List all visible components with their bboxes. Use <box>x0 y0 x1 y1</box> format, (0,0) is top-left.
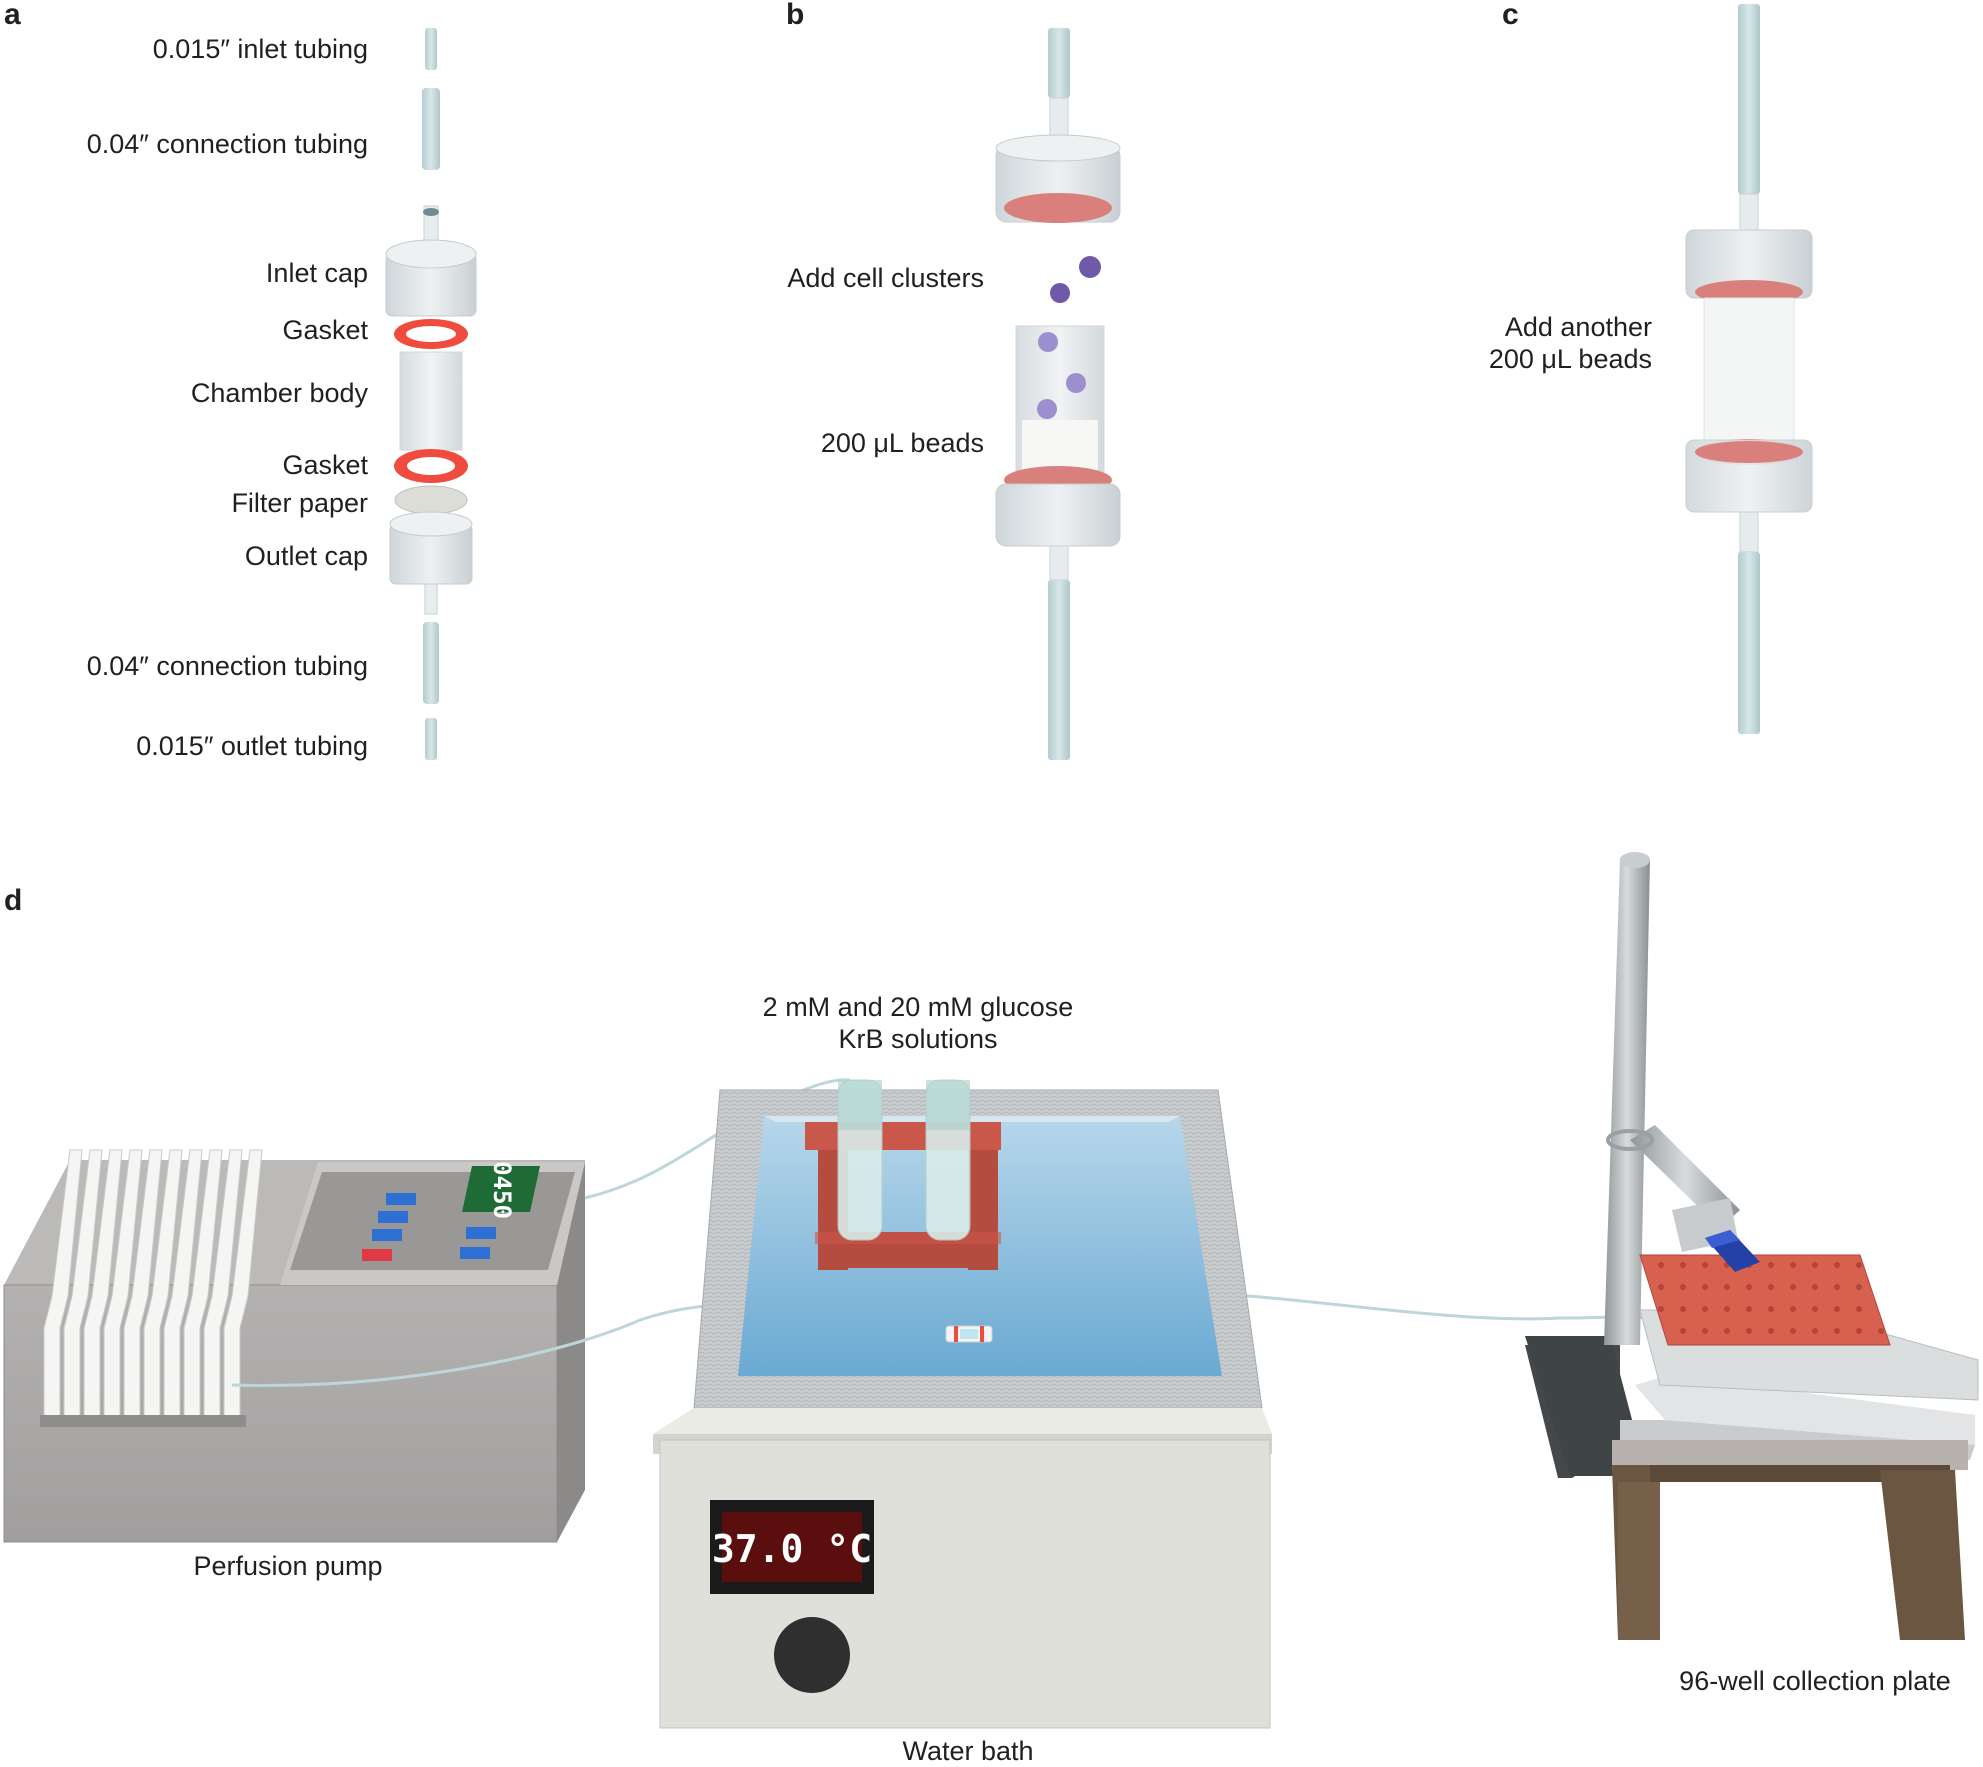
outlet-tubing-shape <box>1738 552 1760 734</box>
gasket-top-shape <box>394 319 468 349</box>
inlet-cap-shape <box>995 134 1121 223</box>
inlet-cap-shape <box>385 205 477 317</box>
label-connection-tubing-top: 0.04″ connection tubing <box>87 129 368 159</box>
cell-cluster <box>1079 256 1101 278</box>
panel-d: d 0450 <box>3 852 1979 1766</box>
submerged-chamber <box>945 1325 993 1343</box>
water-bath-display: 37.0 °C <box>710 1500 874 1594</box>
label-add-cell-clusters: Add cell clusters <box>787 263 984 293</box>
label-add-another-line1: Add another <box>1505 312 1652 342</box>
panel-c: c Add another 200 μL beads <box>1489 0 1813 734</box>
connection-tubing-top-shape <box>422 88 440 170</box>
water-bath: 37.0 °C <box>653 1079 1272 1729</box>
cell-cluster <box>1037 399 1057 419</box>
label-add-another-line2: 200 μL beads <box>1489 344 1652 374</box>
perfusion-pump: 0450 <box>3 1149 585 1543</box>
panel-letter-d: d <box>4 884 22 917</box>
pump-button[interactable] <box>460 1247 490 1259</box>
chamber-body-shape <box>399 351 463 451</box>
collection-stand <box>1525 852 1979 1640</box>
inlet-tubing-shape <box>1048 28 1070 98</box>
label-chamber-body: Chamber body <box>191 378 369 408</box>
panel-a: a <box>4 0 477 761</box>
water-bath-temperature: 37.0 °C <box>712 1527 872 1571</box>
pump-display: 0450 <box>462 1161 540 1219</box>
panel-letter-a: a <box>4 0 21 31</box>
panel-b: b Add cell clusters 200 μL <box>786 0 1121 760</box>
beads-shape <box>1022 420 1098 470</box>
pump-button[interactable] <box>378 1211 408 1223</box>
collection-plate <box>1639 1254 1891 1346</box>
chamber-with-beads <box>1015 325 1105 473</box>
label-inlet-cap: Inlet cap <box>266 258 368 288</box>
label-outlet-cap: Outlet cap <box>245 541 368 571</box>
inlet-tubing-shape <box>425 28 437 70</box>
solution-tubes <box>837 1079 971 1241</box>
collection-table <box>1612 1375 1975 1640</box>
panel-letter-b: b <box>786 0 804 31</box>
label-collection-plate: 96-well collection plate <box>1679 1666 1951 1696</box>
label-inlet-tubing: 0.015″ inlet tubing <box>153 34 368 64</box>
label-solutions-line1: 2 mM and 20 mM glucose <box>763 992 1074 1022</box>
connection-tubing-bottom-shape <box>423 622 439 704</box>
pump-button[interactable] <box>372 1229 402 1241</box>
panel-letter-c: c <box>1502 0 1519 31</box>
label-perfusion-pump: Perfusion pump <box>193 1551 382 1581</box>
pump-stop-button[interactable] <box>362 1249 392 1261</box>
outlet-cap-shape <box>995 466 1121 581</box>
pump-button[interactable] <box>386 1193 416 1205</box>
cell-cluster <box>1050 283 1070 303</box>
water-bath-knob[interactable] <box>774 1617 850 1693</box>
label-filter-paper: Filter paper <box>231 488 368 518</box>
cell-clusters <box>1050 256 1101 303</box>
pump-button[interactable] <box>466 1227 496 1239</box>
cell-cluster <box>1038 332 1058 352</box>
pump-cassettes <box>43 1149 263 1426</box>
beads-filled-body <box>1703 297 1795 445</box>
filter-paper-shape <box>394 485 468 515</box>
label-solutions-line2: KrB solutions <box>838 1024 997 1054</box>
outlet-cap-shape <box>389 511 473 615</box>
assembled-chamber <box>1685 229 1813 513</box>
label-water-bath: Water bath <box>902 1736 1033 1766</box>
label-gasket-top: Gasket <box>282 315 368 345</box>
label-beads: 200 μL beads <box>821 428 984 458</box>
outlet-tubing-shape <box>425 718 437 760</box>
cell-cluster <box>1066 373 1086 393</box>
label-connection-tubing-bottom: 0.04″ connection tubing <box>87 651 368 681</box>
gasket-bottom-shape <box>394 449 468 483</box>
label-gasket-bottom: Gasket <box>282 450 368 480</box>
inlet-tubing-shape <box>1738 4 1760 194</box>
pump-display-value: 0450 <box>488 1161 516 1219</box>
label-outlet-tubing: 0.015″ outlet tubing <box>136 731 368 761</box>
outlet-tubing-shape <box>1048 580 1070 760</box>
